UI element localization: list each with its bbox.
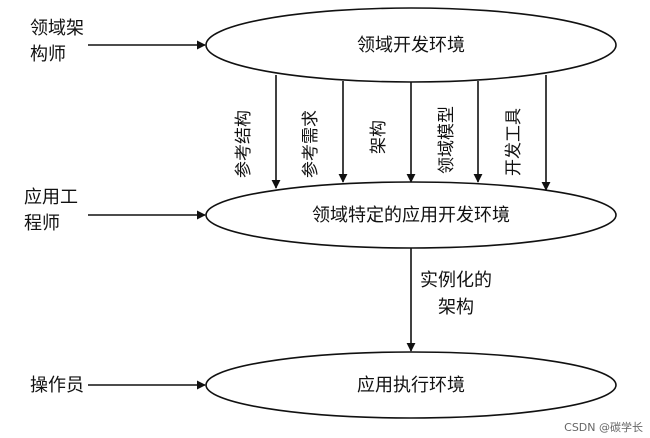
csdn-watermark: CSDN @碳学长 bbox=[564, 420, 643, 434]
app-exec-env-ellipse bbox=[205, 351, 617, 419]
app-engineer-label-line2: 程师 bbox=[24, 213, 60, 234]
operator-label: 操作员 bbox=[30, 375, 84, 396]
app-engineer-label-line1: 应用工 bbox=[24, 187, 78, 208]
instantiated-label-line1: 实例化的 bbox=[420, 270, 492, 291]
label-architecture: 架构 bbox=[369, 120, 389, 154]
app-exec-env-label: 应用执行环境 bbox=[357, 375, 465, 396]
label-domain-model: 领域模型 bbox=[437, 106, 457, 174]
label-dev-tools: 开发工具 bbox=[504, 108, 524, 176]
label-reference-requirements: 参考需求 bbox=[301, 110, 321, 178]
architect-label-line1: 领域架 bbox=[30, 18, 84, 39]
architect-label-line2: 构师 bbox=[30, 44, 66, 65]
label-reference-structure: 参考结构 bbox=[234, 110, 254, 178]
instantiated-label-line2: 架构 bbox=[438, 297, 474, 318]
domain-app-dev-env-label: 领域特定的应用开发环境 bbox=[312, 205, 510, 226]
domain-dev-env-label: 领域开发环境 bbox=[357, 35, 465, 56]
